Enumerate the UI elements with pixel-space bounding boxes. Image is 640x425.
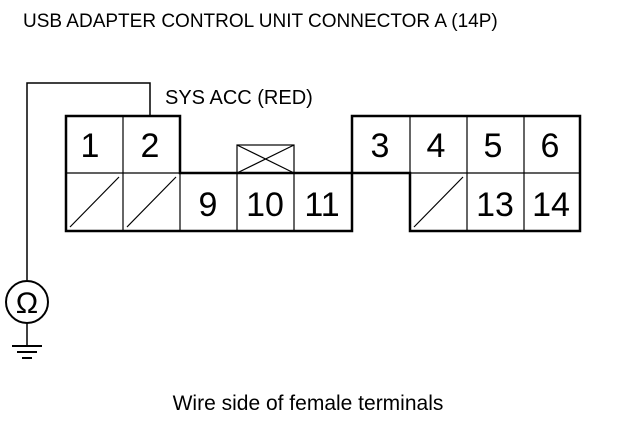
- test-lead-wire: [26, 82, 151, 280]
- pin-label-5: 5: [484, 127, 503, 165]
- pin-label-2: 2: [141, 127, 160, 165]
- pin-label-9: 9: [199, 186, 218, 224]
- pin-label-11: 11: [304, 186, 339, 224]
- wire-label: SYS ACC (RED): [165, 87, 313, 109]
- pin-label-6: 6: [541, 127, 560, 165]
- diagonal-slash-icon: [126, 176, 177, 228]
- ground-symbol-icon: [12, 323, 42, 359]
- pin-label-13: 13: [476, 186, 514, 224]
- pin-label-10: 10: [246, 186, 284, 224]
- x-cross-icon: [236, 144, 295, 174]
- diagonal-slash-icon: [69, 176, 120, 228]
- diagram-caption: Wire side of female terminals: [173, 392, 444, 415]
- pin-label-1: 1: [81, 127, 100, 165]
- diagram-title: USB ADAPTER CONTROL UNIT CONNECTOR A (14…: [23, 11, 498, 32]
- pin-label-14: 14: [532, 186, 570, 224]
- pin-label-4: 4: [427, 127, 446, 165]
- diagonal-slash-icon: [413, 176, 464, 228]
- ohmmeter-icon: Ω: [5, 280, 49, 324]
- ohm-symbol: Ω: [16, 287, 38, 320]
- pin-label-3: 3: [371, 127, 390, 165]
